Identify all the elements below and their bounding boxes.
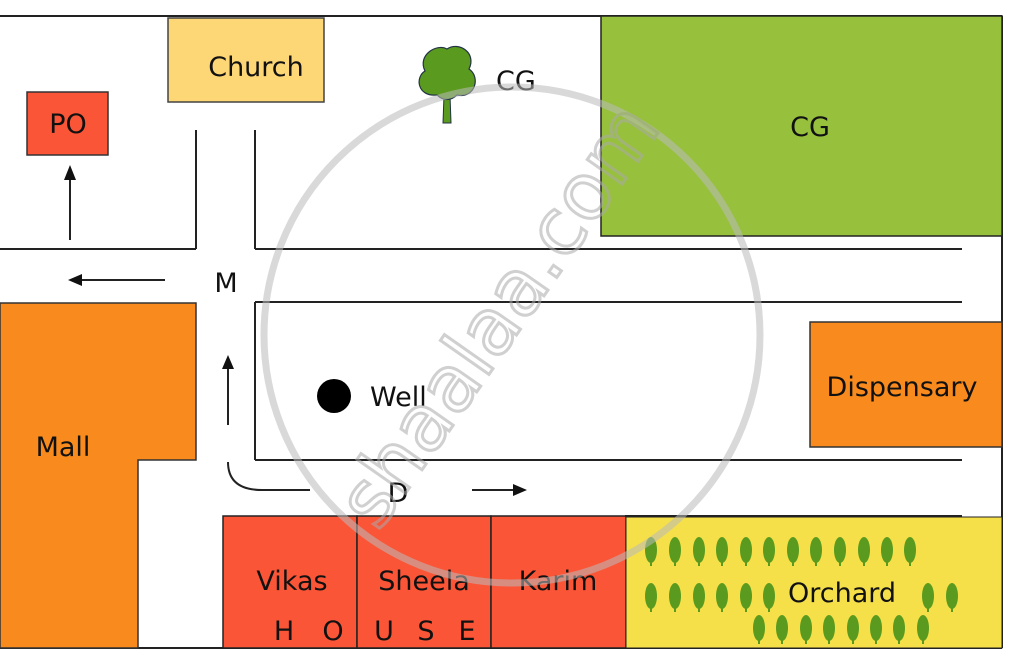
orchard-tree-icon <box>693 583 705 612</box>
orchard-tree-icon <box>893 615 905 644</box>
orchard-tree-icon <box>740 537 752 566</box>
orchard-tree-icon <box>881 537 893 566</box>
well-label: Well <box>370 382 427 413</box>
post-office-label: PO <box>49 109 87 140</box>
arrow-up-icon <box>222 355 234 425</box>
orchard-label: Orchard <box>788 578 896 609</box>
house-caption: H O U S E <box>274 616 476 647</box>
orchard-tree-icon <box>834 537 846 566</box>
orchard-tree-icon <box>823 615 835 644</box>
orchard-tree-icon <box>917 615 929 644</box>
orchard-tree-icon <box>669 537 681 566</box>
post-office <box>26 91 109 156</box>
dispensary-label: Dispensary <box>827 372 978 403</box>
well-icon <box>317 379 351 413</box>
tree-cg-label: CG <box>496 66 536 97</box>
road-d-label: D <box>388 478 409 509</box>
orchard-tree-icon <box>716 537 728 566</box>
orchard-tree-icon <box>740 583 752 612</box>
orchard-tree-icon <box>753 615 765 644</box>
vikas-house <box>222 515 358 649</box>
house-letter: H <box>274 616 294 647</box>
church <box>167 17 325 103</box>
orchard-tree-icon <box>669 583 681 612</box>
watermark: shaalaa.com <box>260 83 764 587</box>
house-letter: E <box>458 616 475 647</box>
sheela-label: Sheela <box>378 566 470 597</box>
orchard-tree-icon <box>645 583 657 612</box>
orchard-tree-icon <box>847 615 859 644</box>
orchard-tree-icon <box>776 615 788 644</box>
watermark-text: shaalaa.com <box>320 87 677 544</box>
church-label: Church <box>208 52 304 83</box>
dispensary <box>809 321 1003 448</box>
arrow-right-icon <box>472 484 527 496</box>
orchard-tree-icon <box>800 615 812 644</box>
orchard-tree-icon <box>716 583 728 612</box>
house-letter: U <box>374 616 394 647</box>
orchard-tree-icon <box>904 537 916 566</box>
orchard-tree-icon <box>763 537 775 566</box>
orchard-tree-icon <box>922 583 934 612</box>
orchard-tree-icon <box>870 615 882 644</box>
road-m-label: M <box>214 268 237 299</box>
orchard-tree-icon <box>763 583 775 612</box>
road-edges <box>0 130 962 517</box>
cg-field <box>600 15 1003 237</box>
mall <box>0 302 197 649</box>
orchard-tree-icon <box>787 537 799 566</box>
tree-icon <box>418 45 476 124</box>
mall-label: Mall <box>36 432 91 463</box>
vikas-label: Vikas <box>256 566 327 597</box>
orchard-tree-icon <box>810 537 822 566</box>
orchard-trees <box>645 537 958 644</box>
arrow-left-icon <box>68 274 165 286</box>
house-letter: O <box>322 616 343 647</box>
arrow-up-to-po-icon <box>64 165 76 240</box>
cg-field-label: CG <box>790 112 830 143</box>
orchard-tree-icon <box>946 583 958 612</box>
orchard-tree-icon <box>693 537 705 566</box>
house-letter: S <box>417 616 434 647</box>
orchard-tree-icon <box>858 537 870 566</box>
